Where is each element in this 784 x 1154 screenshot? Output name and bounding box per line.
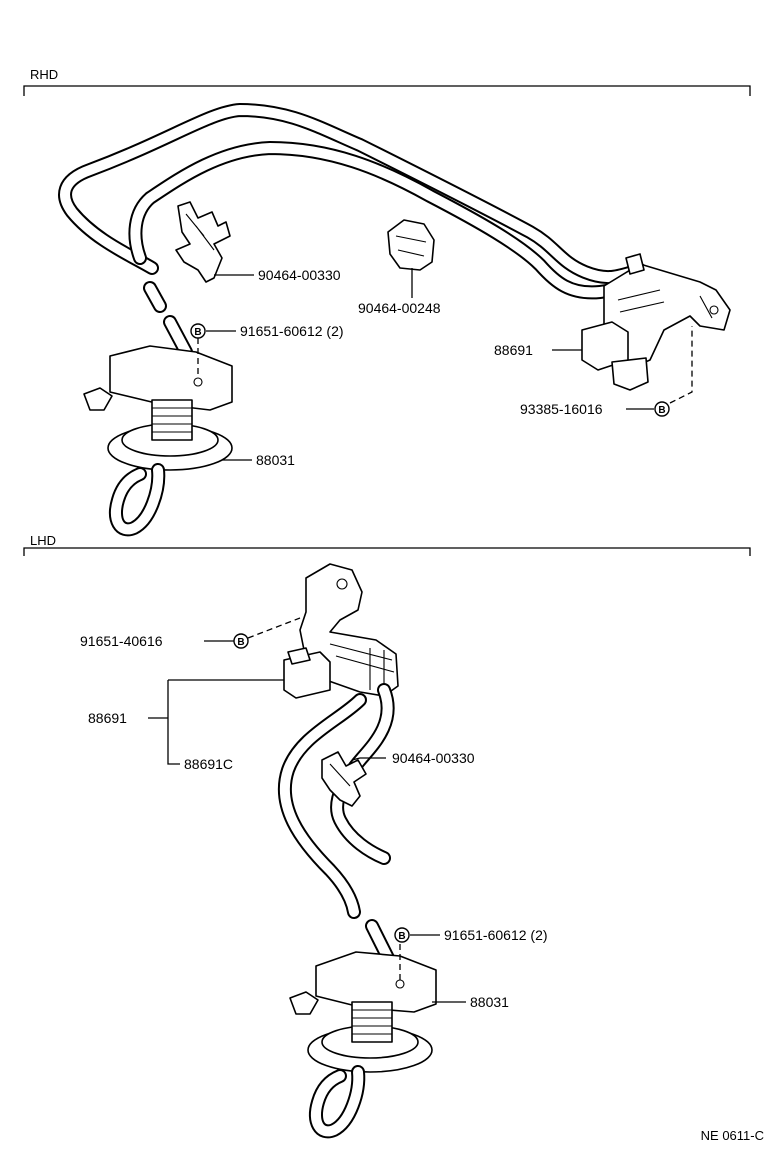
lhd-clamp-leader xyxy=(351,757,386,761)
rhd-vacuum-hose xyxy=(58,103,647,359)
rhd-clip-part-number: 90464-00248 xyxy=(358,300,441,316)
rhd-clip xyxy=(387,219,435,271)
lhd-bolt-part-number: 91651-40616 xyxy=(80,633,163,649)
lhd-hose-clamp xyxy=(321,751,367,807)
figure-code: NE 0611-C xyxy=(701,1128,764,1143)
svg-text:B: B xyxy=(658,405,665,416)
rhd-bolt-marker: B xyxy=(190,323,206,339)
lhd-vsv-part-number: 88691 xyxy=(88,710,127,726)
lhd-divider xyxy=(23,547,751,556)
rhd-section: RHD xyxy=(23,67,751,537)
svg-text:B: B xyxy=(194,327,201,338)
rhd-actuator-part-number: 88031 xyxy=(256,452,295,468)
lhd-section: LHD xyxy=(23,533,751,1139)
rhd-bolt2-marker: B xyxy=(654,401,670,417)
rhd-vsv-part-number: 88691 xyxy=(494,342,533,358)
svg-text:B: B xyxy=(398,931,405,942)
lhd-vsv-sub-part-number: 88691C xyxy=(184,756,233,772)
rhd-label: RHD xyxy=(30,67,58,82)
rhd-divider xyxy=(23,85,751,96)
rhd-vsv-assembly xyxy=(581,253,731,391)
lhd-actuator-part-number: 88031 xyxy=(470,994,509,1010)
rhd-bolt2-dash xyxy=(669,326,693,404)
rhd-actuator xyxy=(83,345,233,537)
lhd-bolt-marker: B xyxy=(233,633,249,649)
rhd-clamp-part-number: 90464-00330 xyxy=(258,267,341,283)
lhd-vsv-assembly xyxy=(283,563,399,699)
lhd-bolt2-marker: B xyxy=(394,927,410,943)
lhd-bolt-dash xyxy=(247,617,301,639)
lhd-vacuum-hose xyxy=(277,683,395,965)
lhd-vsv-bracket-leader xyxy=(148,679,284,765)
rhd-bolt-part-number: 91651-60612 (2) xyxy=(240,323,344,339)
svg-text:B: B xyxy=(237,637,244,648)
lhd-actuator xyxy=(289,951,437,1139)
rhd-hose-clamp xyxy=(175,201,231,283)
lhd-bolt2-part-number: 91651-60612 (2) xyxy=(444,927,548,943)
lhd-clamp-part-number: 90464-00330 xyxy=(392,750,475,766)
lhd-label: LHD xyxy=(30,533,56,548)
rhd-bolt2-part-number: 93385-16016 xyxy=(520,401,603,417)
